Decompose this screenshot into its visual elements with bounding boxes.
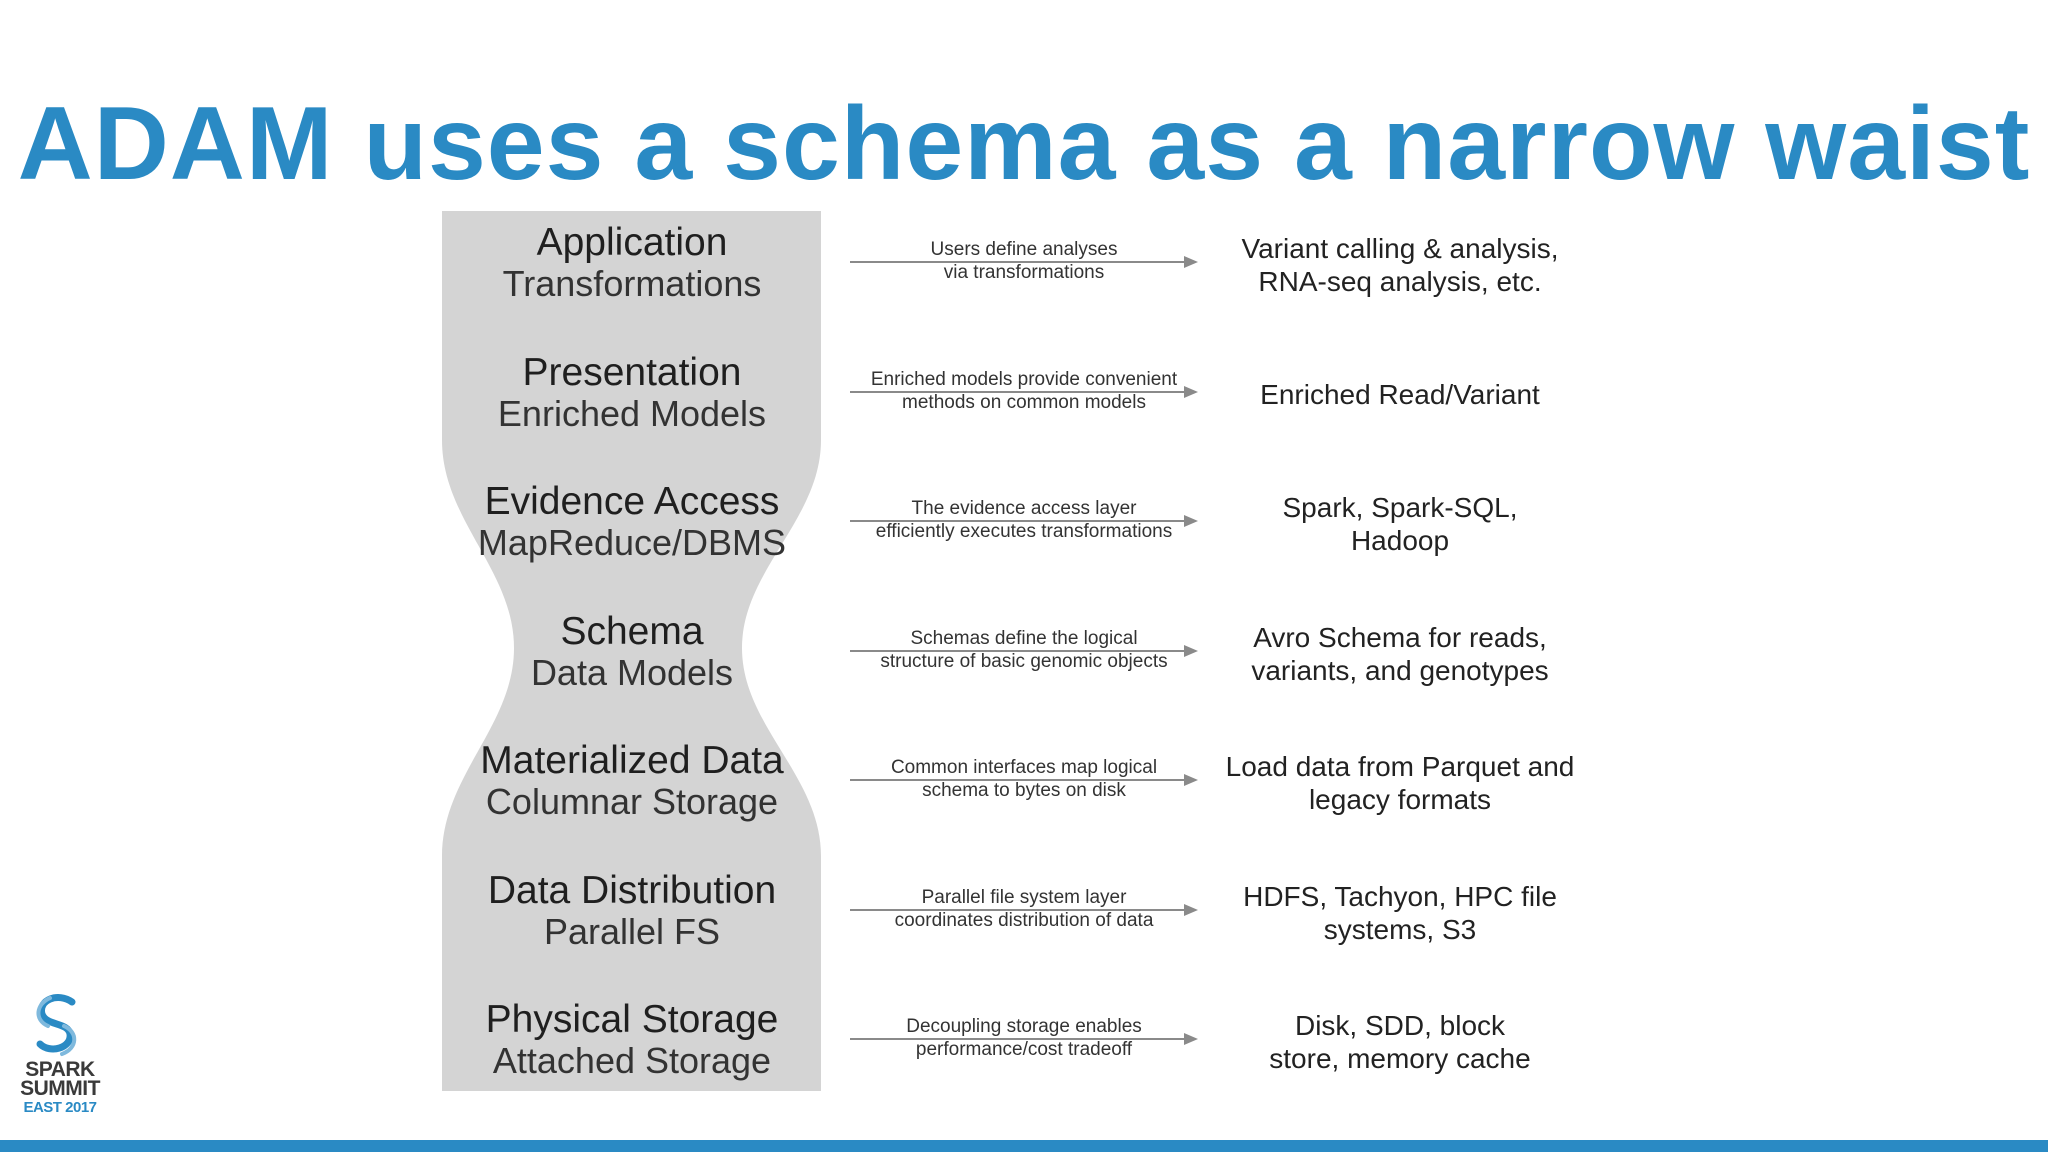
example-presentation: Enriched Read/Variant (1190, 378, 1610, 411)
example-line: store, memory cache (1269, 1043, 1531, 1074)
arrow-caption-line: Schemas define the logical (910, 627, 1138, 649)
example-line: variants, and genotypes (1251, 654, 1549, 686)
right-arrow-icon (850, 774, 1198, 786)
logo-line-spark: SPARK (25, 1058, 95, 1081)
logo-line-east: EAST 2017 (23, 1099, 97, 1116)
example-line: RNA-seq analysis, etc. (1258, 266, 1542, 297)
example-line: Hadoop (1350, 525, 1450, 556)
arrow-caption-line: efficiently executes transformations (875, 521, 1173, 542)
layer-subtitle: Columnar Storage (485, 781, 779, 822)
example-line: Variant calling & analysis, (1241, 233, 1559, 264)
layer-name: Application (536, 221, 728, 264)
arrow-caption-line: structure of basic genomic objects (880, 650, 1168, 672)
example-application: Variant calling & analysis,RNA-seq analy… (1190, 232, 1610, 298)
layer-subtitle: MapReduce/DBMS (477, 522, 787, 563)
layer-name: Schema (560, 609, 704, 653)
right-arrow-icon (850, 256, 1198, 268)
slide-title: ADAM uses a schema as a narrow waist (17, 86, 2031, 202)
right-arrow-icon (850, 385, 1198, 398)
example-line: Enriched Read/Variant (1260, 378, 1540, 410)
example-line: systems, S3 (1323, 913, 1477, 945)
right-arrow-icon (850, 644, 1198, 657)
example-evidence-access: Spark, Spark-SQL,Hadoop (1190, 491, 1610, 557)
bottom-accent-bar (0, 1140, 2048, 1152)
layer-subtitle: Attached Storage (492, 1040, 772, 1081)
arrow-caption-line: Parallel file system layer (921, 886, 1127, 908)
arrow-caption-line: The evidence access layer (911, 498, 1137, 519)
example-line: Spark, Spark-SQL, (1282, 492, 1518, 523)
layer-name: Physical Storage (485, 998, 779, 1041)
layer-name: Materialized Data (480, 739, 784, 782)
example-line: Load data from Parquet and (1225, 751, 1575, 782)
example-line: HDFS, Tachyon, HPC file (1243, 880, 1557, 912)
arrow-caption-line: Users define analyses (930, 239, 1118, 260)
arrow-caption-line: Decoupling storage enables (906, 1016, 1142, 1037)
layer-subtitle: Enriched Models (497, 392, 767, 434)
spark-summit-logo: SPARK SUMMIT EAST 2017 (20, 990, 100, 1120)
arrow-caption-line: Enriched models provide convenient (870, 368, 1178, 390)
example-schema: Avro Schema for reads,variants, and geno… (1190, 621, 1610, 687)
right-arrow-icon (850, 1033, 1198, 1045)
arrow-caption-line: coordinates distribution of data (894, 909, 1154, 931)
layer-subtitle: Parallel FS (543, 910, 721, 952)
layer-name: Evidence Access (484, 480, 780, 523)
example-line: Avro Schema for reads, (1253, 621, 1547, 653)
example-line: Disk, SDD, block (1294, 1010, 1506, 1041)
layer-subtitle: Transformations (502, 263, 762, 304)
logo-line-summit: SUMMIT (20, 1077, 100, 1100)
layer-subtitle: Data Models (530, 651, 734, 693)
arrow-caption-line: via transformations (943, 262, 1105, 283)
right-arrow-icon (850, 903, 1198, 916)
layer-name: Data Distribution (487, 868, 777, 912)
layer-name: Presentation (522, 350, 742, 394)
arrow-caption-line: methods on common models (902, 391, 1146, 413)
arrow-caption-line: schema to bytes on disk (922, 780, 1126, 801)
right-arrow-icon (850, 515, 1198, 527)
arrow-caption-line: performance/cost tradeoff (915, 1039, 1133, 1060)
example-line: legacy formats (1308, 784, 1492, 815)
arrow-caption-line: Common interfaces map logical (890, 757, 1158, 778)
spark-summit-logo-icon (36, 994, 77, 1056)
